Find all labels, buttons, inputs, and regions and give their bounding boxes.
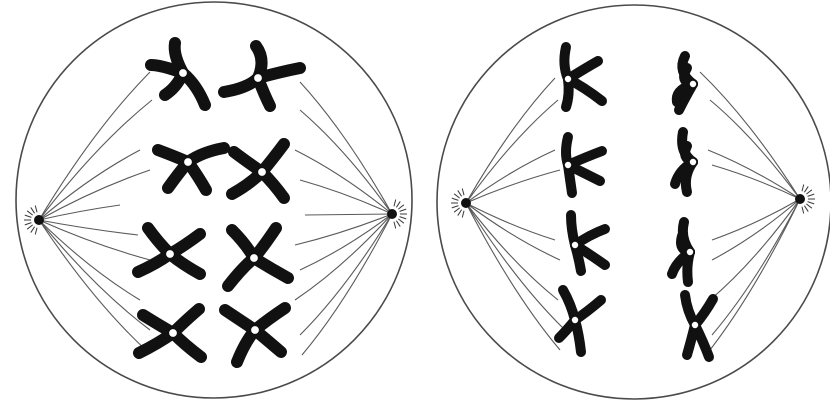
centromere [184, 158, 193, 167]
centromere [689, 158, 697, 166]
centromere [564, 161, 572, 169]
left-cell-right-centriole [387, 209, 397, 219]
centromere [564, 75, 572, 83]
centromere [691, 321, 699, 329]
centromere [571, 241, 579, 249]
centromere [166, 250, 175, 259]
centromere [571, 316, 579, 324]
centromere [258, 168, 267, 177]
right-cell-right-centriole [795, 194, 805, 204]
centromere [254, 74, 263, 83]
centromere [251, 326, 260, 335]
centromere [689, 80, 697, 88]
right-cell [437, 5, 830, 399]
left-cell-membrane [16, 2, 412, 398]
right-cell-membrane [437, 5, 830, 399]
centromere [169, 329, 178, 338]
left-cell [16, 2, 412, 398]
centromere [179, 69, 188, 78]
right-cell-left-centriole [461, 198, 471, 208]
left-cell-left-centriole [34, 215, 44, 225]
centromere [686, 248, 694, 256]
centromere [250, 254, 259, 263]
